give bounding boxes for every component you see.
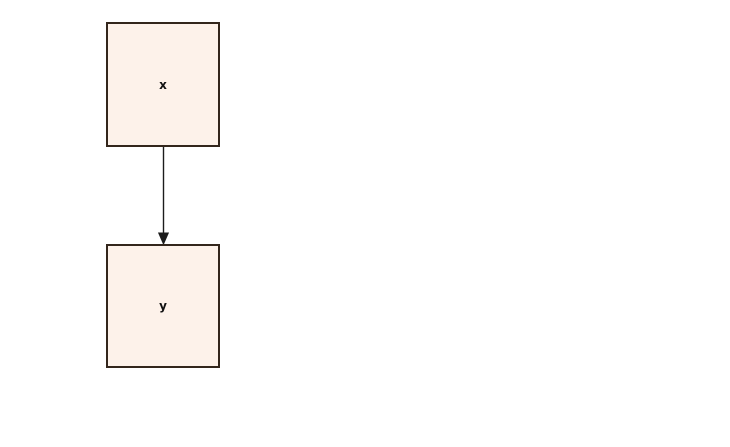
node-y: y [106,244,220,368]
node-x-label: x [159,77,167,92]
arrowhead-icon [157,232,170,246]
node-y-label: y [159,299,167,313]
node-x: x [106,22,220,147]
